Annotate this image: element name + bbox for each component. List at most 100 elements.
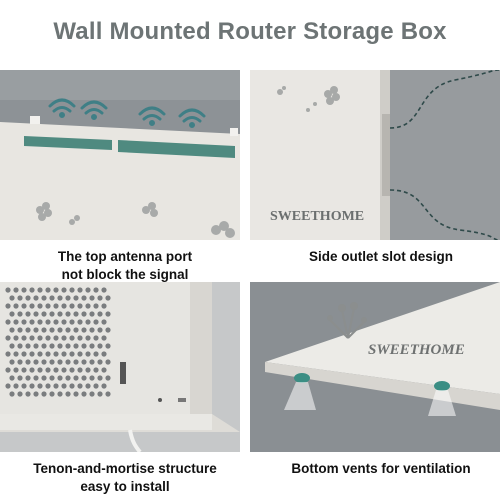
vent-hole	[5, 319, 11, 325]
vent-hole	[33, 295, 39, 301]
page-title: Wall Mounted Router Storage Box	[53, 18, 447, 45]
vent-hole	[73, 311, 79, 317]
vent-hole	[17, 311, 23, 317]
vent-hole	[53, 319, 59, 325]
vent-hole	[45, 287, 51, 293]
vent-hole	[49, 311, 55, 317]
vent-hole	[29, 335, 35, 341]
vent-hole	[89, 343, 95, 349]
vent-hole	[37, 303, 43, 309]
vent-hole	[5, 383, 11, 389]
caption-line: Bottom vents for ventilation	[291, 461, 471, 476]
vent-hole	[105, 359, 111, 365]
vent-hole	[61, 367, 67, 373]
vent-hole	[61, 383, 67, 389]
vent-hole	[49, 375, 55, 381]
vent-hole	[105, 295, 111, 301]
flower-cutout-pattern	[327, 302, 367, 323]
vent-hole	[29, 351, 35, 357]
vent-hole	[53, 335, 59, 341]
vent-hole	[65, 343, 71, 349]
vent-hole	[13, 287, 19, 293]
vent-hole	[73, 391, 79, 397]
vent-hole	[93, 303, 99, 309]
vent-hole	[57, 391, 63, 397]
vent-hole	[105, 391, 111, 397]
vent-hole	[85, 335, 91, 341]
bottom-vent-left	[284, 373, 316, 410]
vent-hole	[41, 327, 47, 333]
vent-hole	[65, 327, 71, 333]
vent-hole	[9, 295, 15, 301]
vent-hole	[33, 327, 39, 333]
vent-hole	[69, 335, 75, 341]
vent-hole	[17, 295, 23, 301]
vent-hole	[65, 311, 71, 317]
vent-hole	[97, 327, 103, 333]
vent-hole	[69, 383, 75, 389]
vent-hole	[29, 319, 35, 325]
vent-hole	[45, 351, 51, 357]
caption-line: not block the signal	[61, 267, 189, 282]
vent-hole	[37, 319, 43, 325]
vent-hole	[89, 391, 95, 397]
vent-hole	[49, 295, 55, 301]
vent-hole	[25, 311, 31, 317]
vent-hole	[57, 375, 63, 381]
vent-hole	[49, 359, 55, 365]
vent-hole	[101, 335, 107, 341]
vent-hole	[13, 303, 19, 309]
vent-hole	[85, 351, 91, 357]
vent-hole	[5, 367, 11, 373]
vent-hole	[41, 295, 47, 301]
vent-hole	[73, 295, 79, 301]
vent-hole	[13, 383, 19, 389]
vent-hole	[105, 343, 111, 349]
vent-hole	[65, 375, 71, 381]
caption-side-outlet-slot: Side outlet slot design	[262, 248, 500, 266]
vent-hole	[97, 391, 103, 397]
vent-hole	[29, 383, 35, 389]
photo-side-outlet-slot: SWEETHOME	[250, 70, 500, 240]
brand-logo: SWEETHOME	[368, 342, 465, 358]
vent-hole	[69, 287, 75, 293]
photo-tenon-mortise-structure	[0, 282, 240, 452]
vent-hole	[41, 391, 47, 397]
bottom-vent-right	[428, 381, 456, 416]
vent-hole	[81, 343, 87, 349]
vent-hole	[101, 367, 107, 373]
vent-hole	[89, 327, 95, 333]
vent-hole	[57, 295, 63, 301]
vent-hole	[85, 287, 91, 293]
vent-hole	[65, 391, 71, 397]
vent-hole	[37, 367, 43, 373]
vent-hole	[69, 319, 75, 325]
vent-hole	[25, 375, 31, 381]
vent-hole	[25, 295, 31, 301]
caption-line: easy to install	[80, 479, 170, 494]
vent-hole	[97, 375, 103, 381]
vent-hole	[57, 359, 63, 365]
vent-hole	[73, 375, 79, 381]
vent-hole	[5, 335, 11, 341]
wifi-icon	[80, 100, 108, 120]
vent-hole	[17, 343, 23, 349]
vent-hole	[73, 327, 79, 333]
vent-hole	[29, 367, 35, 373]
vent-hole	[45, 367, 51, 373]
vent-hole	[93, 335, 99, 341]
vent-hole	[89, 359, 95, 365]
vent-hole	[9, 311, 15, 317]
vent-hole	[21, 367, 27, 373]
vent-hole	[49, 391, 55, 397]
vent-hole	[101, 287, 107, 293]
vent-hole	[85, 367, 91, 373]
vent-hole	[37, 351, 43, 357]
vent-hole	[33, 391, 39, 397]
vent-hole	[81, 375, 87, 381]
vent-hole	[37, 335, 43, 341]
vent-hole	[85, 383, 91, 389]
vent-hole	[25, 391, 31, 397]
vent-hole	[5, 287, 11, 293]
vent-hole	[49, 327, 55, 333]
